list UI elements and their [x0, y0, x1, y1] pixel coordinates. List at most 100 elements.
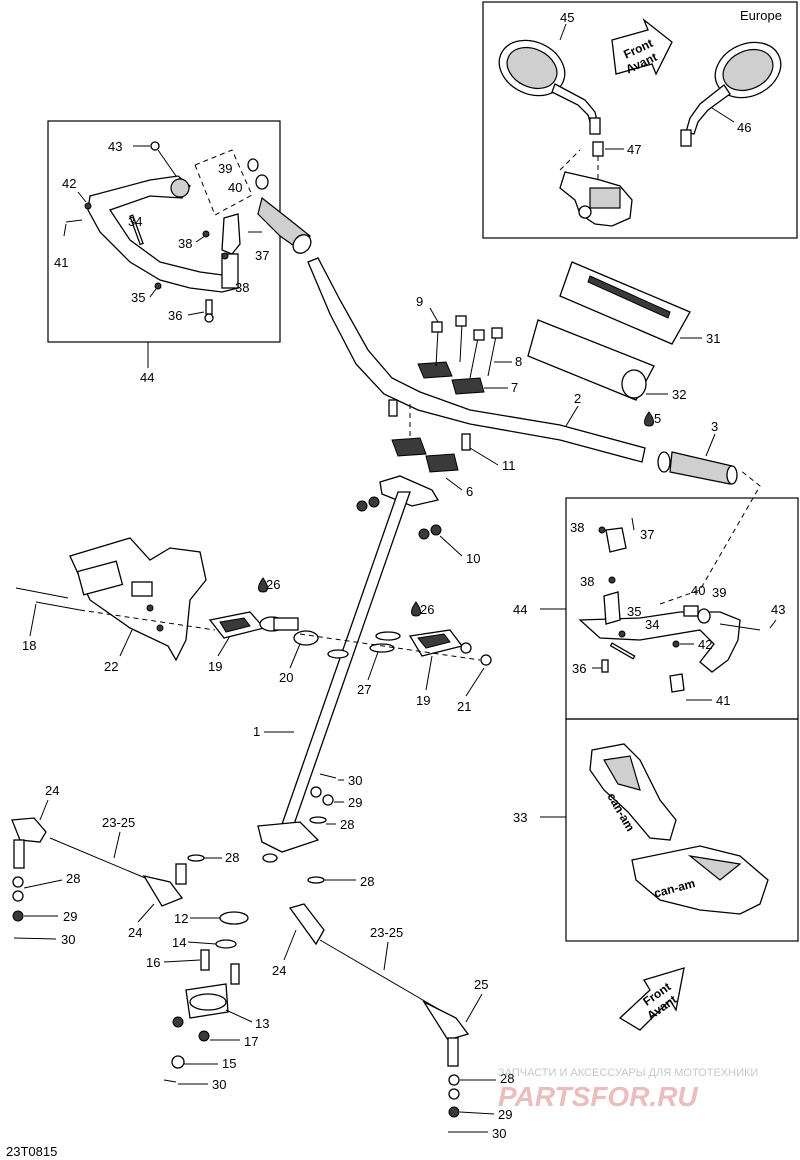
callout-28-a: 28 — [340, 817, 354, 832]
region-label: Europe — [740, 8, 782, 23]
callout-30-d: 30 — [492, 1126, 506, 1141]
callout-10: 10 — [466, 551, 480, 566]
callout-39-left: 39 — [218, 161, 232, 176]
callout-17: 17 — [244, 1034, 258, 1049]
handguard-bracket-left — [221, 213, 241, 255]
callout-27: 27 — [357, 682, 371, 697]
callout-42-left: 42 — [62, 176, 76, 191]
grease-drop-26-b — [411, 601, 421, 617]
watermark: ЗАПЧАСТИ И АКСЕССУАРЫ ДЛЯ МОТОТЕХНИКИ PA… — [498, 1067, 758, 1112]
callout-30-b: 30 — [61, 932, 75, 947]
callout-32: 32 — [672, 387, 686, 402]
front-arrow-top: Front Avant — [611, 17, 673, 76]
callout-28-c: 28 — [360, 874, 374, 889]
grease-drop-5 — [644, 411, 654, 427]
callout-35-right: 35 — [627, 604, 641, 619]
steering-column — [279, 491, 411, 831]
callout-37-left: 37 — [255, 248, 269, 263]
arm-hardware — [187, 773, 337, 884]
callout-18: 18 — [22, 638, 36, 653]
callout-44-left: 44 — [140, 370, 154, 385]
callout-8: 8 — [515, 354, 522, 369]
callout-22: 22 — [104, 659, 118, 674]
callout-24-c: 24 — [272, 963, 286, 978]
callout-7: 7 — [511, 380, 518, 395]
callout-9: 9 — [416, 294, 423, 309]
callout-29-b: 29 — [63, 909, 77, 924]
callouts: 9 8 7 2 5 3 31 32 11 6 10 26 26 18 22 19… — [13, 294, 720, 1141]
callout-25: 25 — [474, 977, 488, 992]
callout-21: 21 — [457, 699, 471, 714]
callout-6: 6 — [466, 484, 473, 499]
callout-41-right: 41 — [716, 693, 730, 708]
callout-23-25-a: 23-25 — [102, 815, 135, 830]
tie-rod-left — [11, 817, 187, 922]
callout-3: 3 — [711, 419, 718, 434]
callout-38-right-a: 38 — [570, 520, 584, 535]
callout-2: 2 — [574, 391, 581, 406]
callout-37-right: 37 — [640, 527, 654, 542]
callout-26-a: 26 — [266, 577, 280, 592]
grip-right — [657, 451, 738, 485]
handguards-inset: 33 can-am can-am — [513, 718, 799, 942]
callout-39-right: 39 — [712, 585, 726, 600]
handguard-left — [87, 175, 240, 293]
callout-24-b: 24 — [128, 925, 142, 940]
drawing-code: 23T0815 — [6, 1144, 57, 1159]
callout-42-right: 42 — [698, 637, 712, 652]
callout-29-c: 29 — [498, 1107, 512, 1122]
callout-15: 15 — [222, 1056, 236, 1071]
callout-34-left: 34 — [128, 214, 142, 229]
callout-36-right: 36 — [572, 661, 586, 676]
callout-20: 20 — [279, 670, 293, 685]
callout-38-left-b: 38 — [235, 280, 249, 295]
handlebar — [307, 257, 646, 463]
handguard-kit-right-inset: 44 38 38 37 40 39 35 34 43 42 36 41 — [513, 469, 799, 720]
callout-38-left-a: 38 — [178, 236, 192, 251]
callout-43-right: 43 — [771, 602, 785, 617]
callout-44-right: 44 — [513, 602, 527, 617]
brake-master-cylinder — [559, 149, 633, 227]
callout-46: 46 — [737, 120, 751, 135]
handlebar-pads — [527, 261, 691, 401]
callout-45: 45 — [560, 10, 574, 25]
callout-19-a: 19 — [208, 659, 222, 674]
mirror-left — [498, 39, 601, 135]
callout-26-b: 26 — [420, 602, 434, 617]
callout-13: 13 — [255, 1016, 269, 1031]
front-arrow-bottom: Front Avant — [618, 967, 685, 1031]
callout-1: 1 — [253, 724, 260, 739]
callout-31: 31 — [706, 331, 720, 346]
callout-23-25-b: 23-25 — [370, 925, 403, 940]
callout-12: 12 — [174, 911, 188, 926]
callout-40-right: 40 — [691, 583, 705, 598]
callout-19-b: 19 — [416, 693, 430, 708]
callout-38-right-b: 38 — [580, 574, 594, 589]
callout-24-a: 24 — [45, 783, 59, 798]
callout-33: 33 — [513, 810, 527, 825]
mirror-right — [680, 41, 782, 147]
callout-14: 14 — [172, 935, 186, 950]
callout-47: 47 — [627, 142, 641, 157]
steering-arm — [257, 821, 320, 853]
callout-28-d: 28 — [66, 871, 80, 886]
callout-28-b: 28 — [225, 850, 239, 865]
callout-28-e: 28 — [500, 1071, 514, 1086]
watermark-line2: PARTSFOR.RU — [498, 1081, 698, 1112]
mirror-adapter — [592, 141, 604, 157]
watermark-line1: ЗАПЧАСТИ И АКСЕССУАРЫ ДЛЯ МОТОТЕХНИКИ — [498, 1067, 758, 1079]
callout-5: 5 — [654, 411, 661, 426]
callout-36-left: 36 — [168, 308, 182, 323]
callout-30-c: 30 — [212, 1077, 226, 1092]
callout-41-left: 41 — [54, 255, 68, 270]
handguard-kit-left-inset: 44 43 42 41 34 35 — [47, 120, 312, 385]
europe-mirror-inset: Europe Front Avant — [482, 1, 798, 239]
handlebar-pad-31 — [559, 261, 691, 345]
callout-43-left: 43 — [108, 139, 122, 154]
callout-16: 16 — [146, 955, 160, 970]
handlebar-assembly — [307, 257, 738, 540]
grip-left — [257, 196, 312, 254]
callout-29-a: 29 — [348, 795, 362, 810]
tie-rod-right — [288, 903, 470, 1118]
grease-drop-26-a — [258, 577, 268, 593]
